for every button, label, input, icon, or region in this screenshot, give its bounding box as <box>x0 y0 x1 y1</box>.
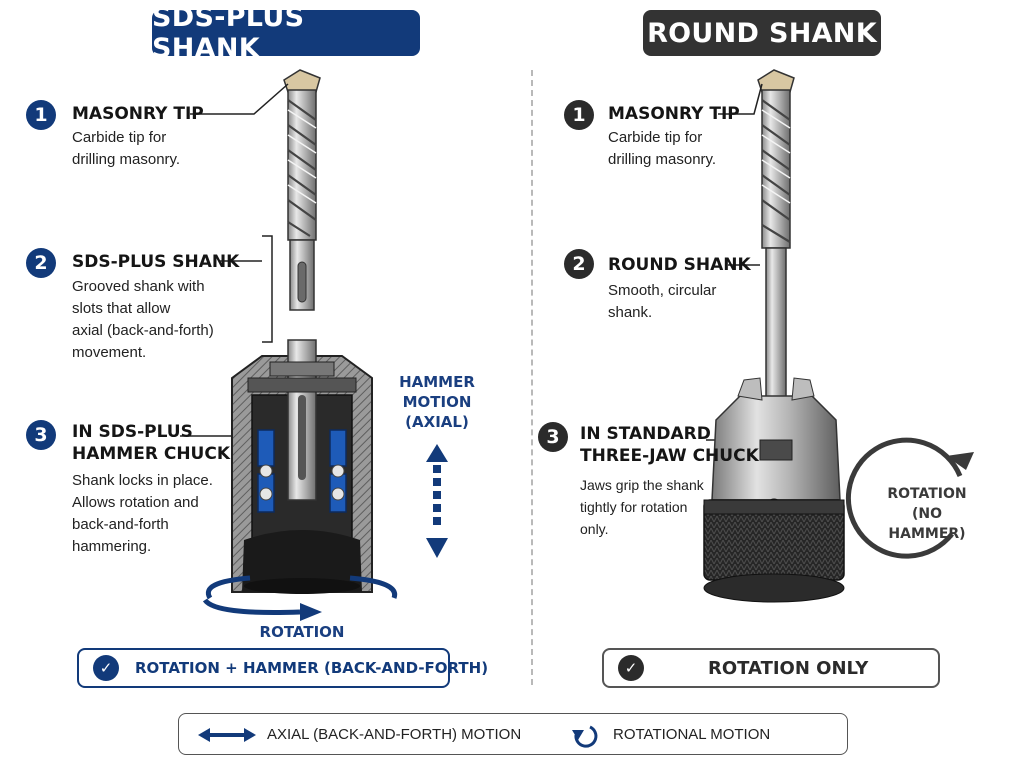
legend-rotational-icon <box>572 725 598 748</box>
legend-axial-label: AXIAL (BACK-AND-FORTH) MOTION <box>267 726 522 743</box>
left-hammer-chuck-title: IN SDS-PLUS HAMMER CHUCK <box>72 422 230 464</box>
right-three-jaw-chuck-desc: Jaws grip the shank tightly for rotation… <box>580 477 704 537</box>
left-result-text: ROTATION + HAMMER (BACK-AND-FORTH) <box>135 659 489 677</box>
right-round-shank-title: ROUND SHANK <box>608 255 751 275</box>
left-result-box: ✓ ROTATION + HAMMER (BACK-AND-FORTH) <box>77 648 488 688</box>
right-masonry-tip-desc: Carbide tip for drilling masonry. <box>608 129 717 168</box>
left-sds-shank-desc: Grooved shank with slots that allow axia… <box>72 278 214 361</box>
legend-box: AXIAL (BACK-AND-FORTH) MOTION ROTATIONAL… <box>178 713 848 755</box>
hammer-motion-arrow <box>426 444 448 558</box>
right-round-shank-desc: Smooth, circular shank. <box>608 282 717 321</box>
right-result-text: ROTATION ONLY <box>708 657 869 679</box>
leader-tip-right <box>718 83 763 115</box>
left-step-2-number: 2 <box>26 248 56 278</box>
leader-tip-left <box>190 83 289 115</box>
left-step-1-number: 1 <box>26 100 56 130</box>
bracket-shank <box>262 235 273 343</box>
left-masonry-tip-title: MASONRY TIP <box>72 104 204 124</box>
right-result-box: ✓ ROTATION ONLY <box>602 648 940 688</box>
rotation-no-hammer-label: ROTATION (NO HAMMER) <box>887 486 967 542</box>
right-masonry-tip-title: MASONRY TIP <box>608 104 740 124</box>
hammer-motion-label: HAMMER MOTION (AXIAL) <box>399 373 475 431</box>
round-shank-title: ROUND SHANK <box>643 10 881 56</box>
left-masonry-tip-desc: Carbide tip for drilling masonry. <box>72 129 181 168</box>
center-divider <box>531 70 533 685</box>
left-sds-shank-title: SDS-PLUS SHANK <box>72 252 240 272</box>
left-hammer-chuck-desc: Shank locks in place. Allows rotation an… <box>72 472 213 555</box>
check-icon: ✓ <box>93 655 119 681</box>
right-step-1-number: 1 <box>564 100 594 130</box>
legend-axial-icon <box>198 728 256 742</box>
right-step-3-number: 3 <box>538 422 568 452</box>
right-three-jaw-chuck-title: IN STANDARD THREE-JAW CHUCK <box>580 424 759 466</box>
round-drill-bit <box>757 69 795 449</box>
left-step-3-number: 3 <box>26 420 56 450</box>
rotation-arrow-left <box>202 575 398 621</box>
rotation-label-left: ROTATION <box>259 623 345 641</box>
rotation-no-hammer-arrow <box>845 437 974 559</box>
three-jaw-chuck <box>703 377 845 603</box>
right-step-2-number: 2 <box>564 249 594 279</box>
check-icon: ✓ <box>618 655 644 681</box>
legend-rotational-label: ROTATIONAL MOTION <box>613 726 771 743</box>
sds-hammer-chuck <box>231 339 373 594</box>
sds-drill-bit <box>283 69 321 311</box>
